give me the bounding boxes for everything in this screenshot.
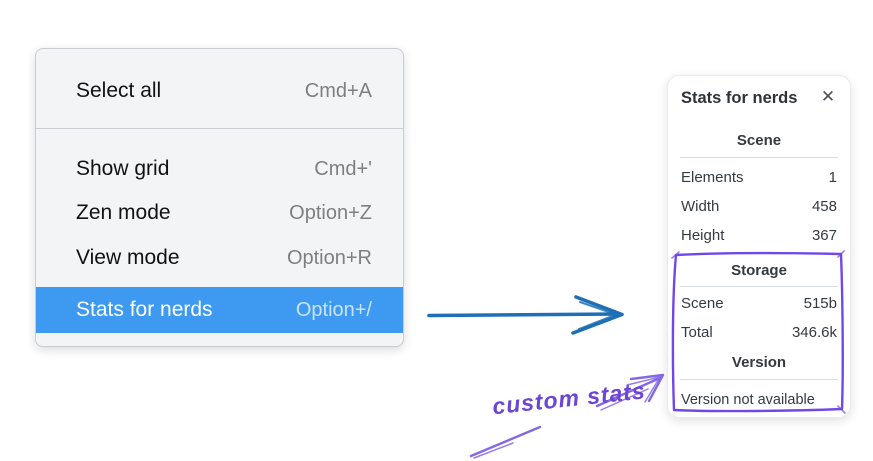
menu-item-shortcut: Option+/ [295,298,372,321]
stat-label: Scene [681,295,724,312]
menu-item-show-grid[interactable]: Show grid Cmd+' [36,147,403,191]
menu-item-zen-mode[interactable]: Zen mode Option+Z [36,191,403,235]
blue-arrow [427,295,624,335]
stat-row-total-storage: Total 346.6k [681,323,837,343]
menu-item-shortcut: Cmd+' [314,157,372,180]
divider [680,286,838,287]
menu-item-label: Select all [76,79,162,102]
stat-label: Elements [681,169,744,186]
menu-item-stats-for-nerds[interactable]: Stats for nerds Option+/ [36,287,403,333]
section-heading-storage: Storage [731,262,787,279]
divider [680,157,838,158]
menu-item-shortcut: Option+R [286,246,372,269]
menu-item-label: Stats for nerds [76,298,213,321]
menu-item-select-all[interactable]: Select all Cmd+A [36,69,403,113]
stats-panel-title: Stats for nerds [681,89,798,107]
divider [680,379,838,380]
close-icon[interactable]: ✕ [820,87,836,106]
stat-row-scene-storage: Scene 515b [681,294,837,314]
menu-separator [36,128,403,129]
menu-item-shortcut: Cmd+A [304,79,372,102]
section-heading-version: Version [731,354,787,371]
stat-label: Total [681,324,713,341]
version-note: Version not available [681,392,815,408]
stat-label: Height [681,227,725,244]
stat-value: 367 [811,227,837,244]
stat-row-height: Height 367 [681,226,837,246]
stat-value: 458 [811,198,837,215]
custom-stats-label: custom stats [491,377,647,420]
menu-item-label: Zen mode [76,201,171,224]
section-heading-scene: Scene [736,132,782,149]
stat-label: Width [681,198,720,215]
stat-row-width: Width 458 [681,197,837,217]
menu-item-label: Show grid [76,157,170,180]
stat-row-elements: Elements 1 [681,168,837,188]
menu-item-shortcut: Option+Z [289,201,372,224]
menu-item-label: View mode [76,246,180,269]
context-menu: Select all Cmd+A Show grid Cmd+' Zen mod… [35,48,404,347]
stat-value: 1 [828,169,837,186]
stats-panel: Stats for nerds ✕ Scene Elements 1 Width… [667,75,851,418]
stat-value: 346.6k [791,324,837,341]
stat-value: 515b [803,295,837,312]
menu-item-view-mode[interactable]: View mode Option+R [36,236,403,280]
